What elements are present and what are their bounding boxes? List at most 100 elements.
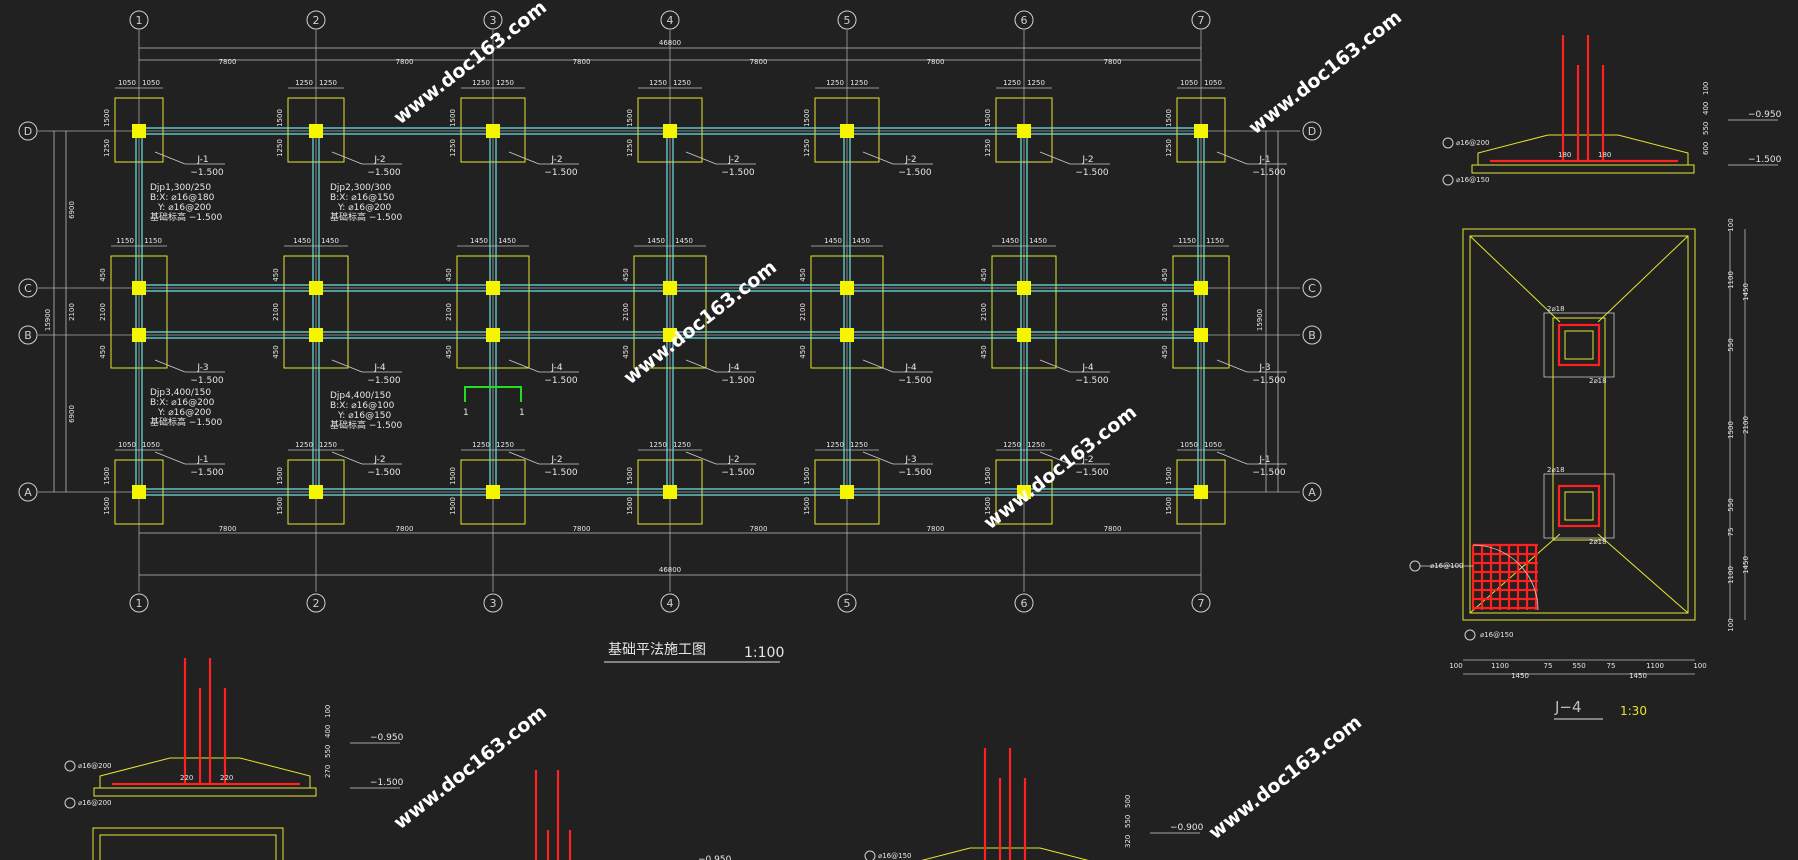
axis-bubble-D [18,121,38,141]
footing-dim: 1450 [321,237,339,245]
j4-rebar-y: ⌀16@150 [1480,631,1513,639]
footing-tag-bot-elev: −1.500 [1252,468,1286,478]
footing-tag-bot-id: J-1 [196,455,208,465]
section-rebar-callout [864,850,876,860]
column-D [663,124,677,138]
axis-label-4: 4 [667,597,674,610]
leader-line [1216,451,1248,465]
footing-tag-mid-id: J-4 [550,363,563,373]
j4-dim-side: 550 [1727,338,1735,351]
section-middle: −0.950 [534,770,732,860]
dimension-bay-top: 7800 [573,58,591,66]
axis-label-6: 6 [1021,14,1028,27]
footing-outline-d [287,97,345,163]
footing-outline-d [1176,97,1226,163]
j4-dim-bottom: 75 [1544,662,1553,670]
j4-dim-bottom: 75 [1607,662,1616,670]
leader-line [1039,151,1071,165]
footing-dim: 1050 [1204,79,1222,87]
j4-dim-side: 1450 [1742,556,1750,574]
leader-line [1039,451,1071,465]
axis-label-7: 7 [1198,14,1205,27]
axis-bubble-6 [1014,593,1034,613]
footing-note-dj3: Y: ⌀16@200 [157,408,212,418]
column-A [486,485,500,499]
footing-dim-v: 450 [99,345,107,358]
j4-column-rebar [1557,484,1601,528]
footing-tag-top-elev: −1.500 [544,168,578,178]
footing-dim-v: 450 [622,345,630,358]
axis-bubble-3 [483,593,503,613]
footing-note-dj3: Djp3,400/150 [150,388,211,398]
section-left-rebar2: ⌀16@200 [78,799,111,807]
j4-dim-side: 75 [1727,528,1735,537]
axis-bubble-2 [306,10,326,30]
axis-bubble-5 [837,10,857,30]
j4-slope-line [1597,533,1689,614]
j4-column [1564,491,1594,521]
section-bed [1471,164,1695,174]
leader-line [1039,359,1071,373]
axis-bubble-5 [837,593,857,613]
column-B [132,328,146,342]
dimension-bay-bottom: 7800 [750,525,768,533]
footing-dim-v: 2100 [799,303,807,321]
footing-tag-bot-elev: −1.500 [367,468,401,478]
footing-dim: 1050 [142,441,160,449]
footing-tag-top-elev: −1.500 [721,168,755,178]
footing-dim-v: 1500 [626,467,634,485]
footing-tag-mid-elev: −1.500 [721,376,755,386]
axis-label-3: 3 [490,597,497,610]
dimension-bay-bottom: 7800 [573,525,591,533]
axis-bubble-4 [660,593,680,613]
column-B [1194,328,1208,342]
axis-bubble-B [18,325,38,345]
j4-rebar-grid-arc [1472,544,1539,611]
footing-dim-v: 1500 [449,109,457,127]
section-left-dim: 220 [220,774,233,782]
watermark-text: www.doc163.com [1245,6,1406,139]
footing-outline-a [114,459,164,525]
leader-line [508,359,540,373]
footing-note-dj2: B:X: ⌀16@150 [330,193,395,203]
j4-slope-line [1469,235,1561,323]
section-rebar-callout [1442,174,1454,186]
footing-outline-bc [283,255,349,369]
axis-label-6: 6 [1021,597,1028,610]
column-A [309,485,323,499]
footing-outline-bc [810,255,884,369]
j4-bar-label: 2⌀18 [1547,466,1565,474]
axis-bubble-B [1302,325,1322,345]
footing-outline-a [460,459,526,525]
section-right-dim: 320 [1124,835,1132,848]
j4-dim-side: 1500 [1727,421,1735,439]
footing-dim-v: 450 [445,268,453,281]
section-top-dim: 180 [1558,151,1571,159]
footing-note-dj2: 基础标高 −1.500 [330,211,402,223]
footing-tag-top-id: J-2 [727,155,739,165]
footing-dim-v: 1250 [1165,139,1173,157]
section-rebar-callout [64,760,76,772]
footing-tag-mid-elev: −1.500 [898,376,932,386]
section-right-elev-top: −0.900 [1170,823,1204,833]
column-A [840,485,854,499]
footing-outline-bc [991,255,1057,369]
column-D [840,124,854,138]
footing-tag-top-elev: −1.500 [1252,168,1286,178]
section-right-dim: 550 [1124,815,1132,828]
footing-tag-mid-elev: −1.500 [1252,376,1286,386]
footing-dim-v: 1250 [984,139,992,157]
footing-outline-bc [110,255,168,369]
j4-rebar-grid [1471,543,1538,610]
footing-dim: 1250 [496,79,514,87]
footing-dim: 1450 [675,237,693,245]
section-bed [93,787,317,797]
axis-label-1: 1 [136,14,143,27]
detail-j4-title: J−4 [1554,698,1582,716]
column-B [309,328,323,342]
footing-dim: 1450 [647,237,665,245]
footing-note-dj2: Djp2,300/300 [330,183,391,193]
footing-dim: 1150 [116,237,134,245]
